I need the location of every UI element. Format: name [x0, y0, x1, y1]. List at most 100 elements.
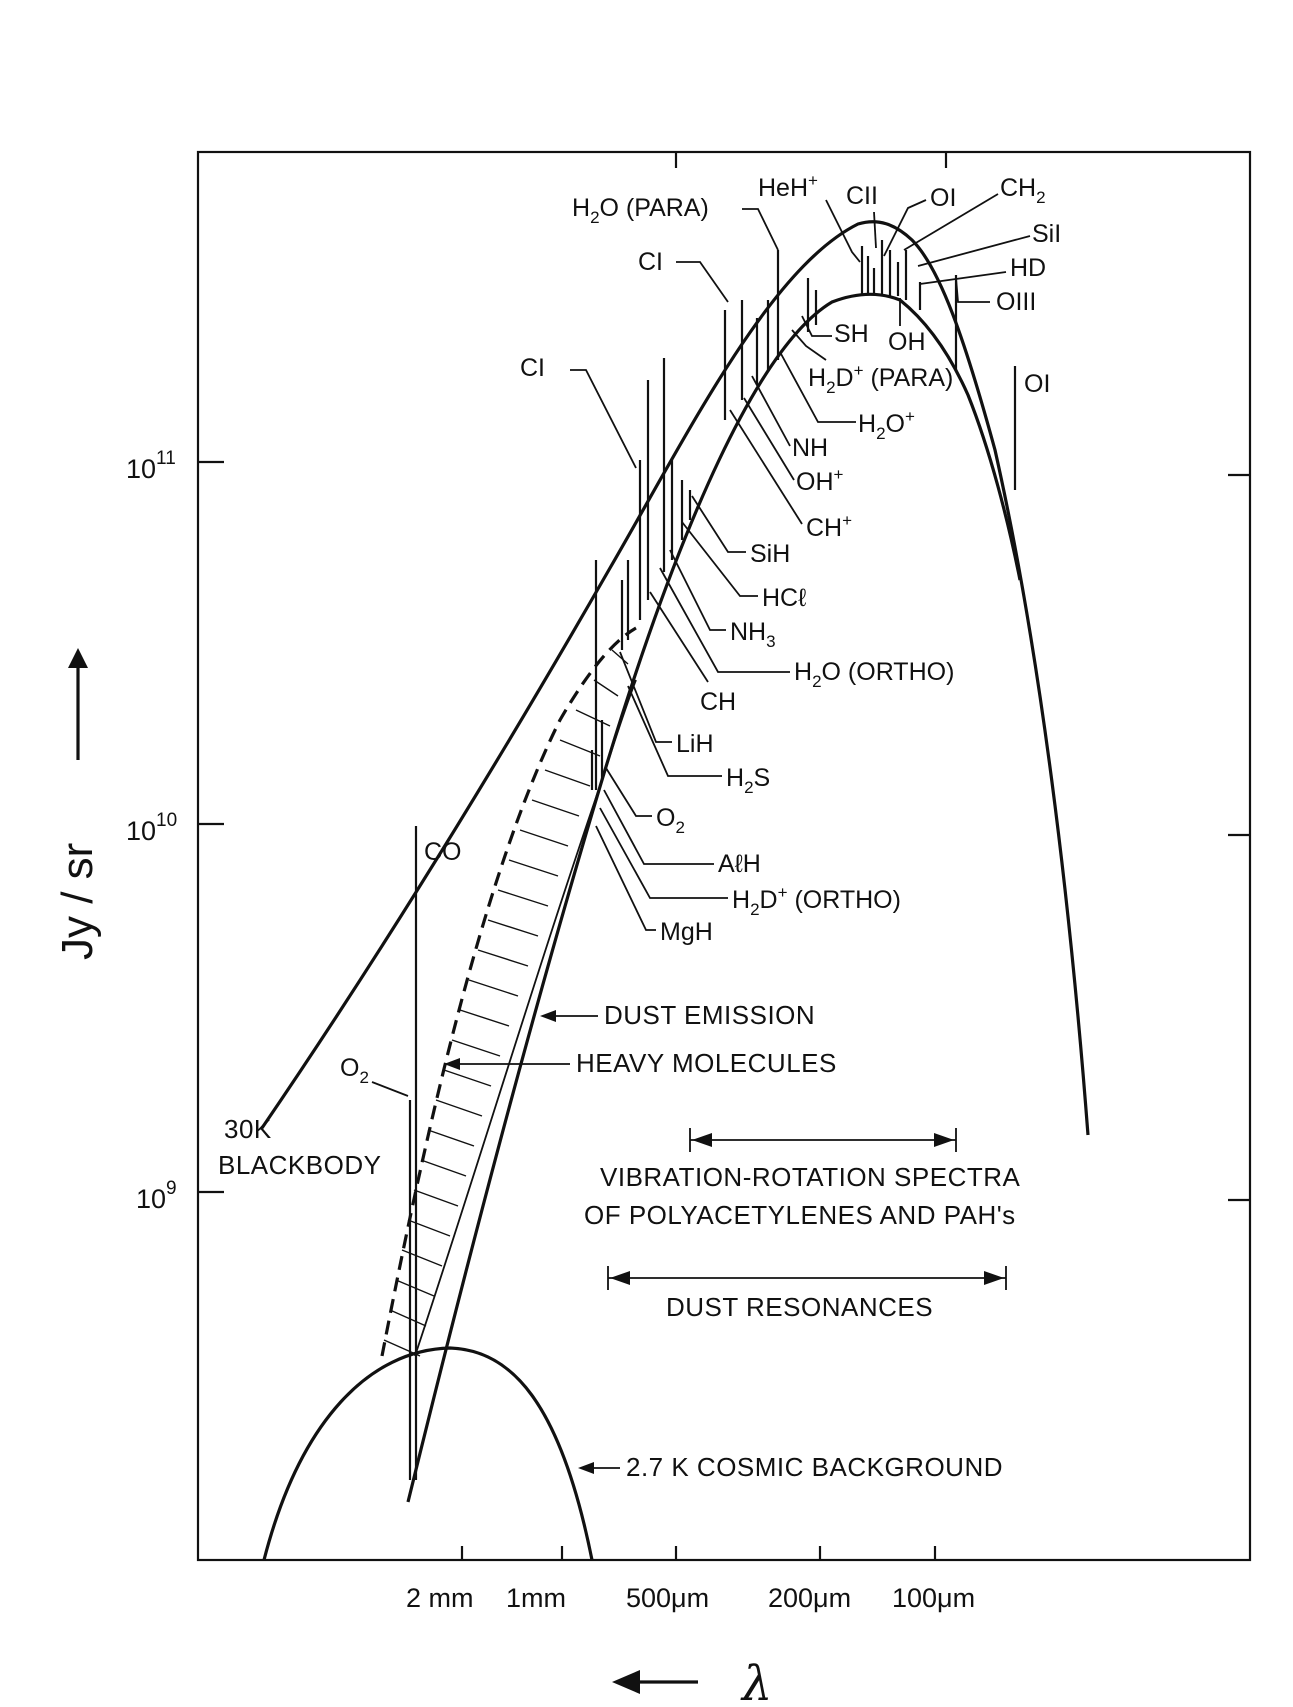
hatch-line: [531, 799, 580, 817]
hatch-line: [468, 979, 519, 997]
arrow-cosmic-background: [578, 1462, 594, 1474]
label-o2-low: O2: [340, 1054, 369, 1087]
lower-line-labels: CI SH OH H2D+ (PARA) H2O+ NH OH+ CH+ SiH…: [340, 298, 1050, 1097]
hatch-line: [435, 1099, 483, 1117]
leader-h2o-plus: [779, 351, 856, 423]
label-blackbody-line1: 30K: [224, 1114, 272, 1144]
range-arrow-vibration-left: [692, 1133, 712, 1147]
label-oiii: OIII: [996, 288, 1036, 316]
hatch-line: [487, 919, 539, 937]
leader-oi-top: [883, 199, 927, 257]
leader-ch-plus: [729, 409, 803, 525]
hatch-line: [401, 1249, 443, 1267]
arrow-heavy-molecules: [444, 1058, 460, 1070]
arrow-dust-emission: [540, 1010, 556, 1022]
leader-h2s: [627, 685, 722, 777]
leader-ci-lower: [570, 369, 637, 469]
leader-h2o-para: [742, 208, 779, 251]
label-dust-emission: DUST EMISSION: [604, 1000, 815, 1030]
co-line-group: [408, 826, 418, 1480]
label-sh: SH: [834, 320, 869, 348]
x-tick-labels: 2 mm 1mm 500μm 200μm 100μm: [406, 1583, 975, 1613]
hatch-line: [389, 1309, 427, 1327]
hatch-line: [497, 889, 549, 907]
hatch-line: [611, 649, 629, 665]
y-axis-arrow-head: [68, 648, 88, 668]
label-blackbody-line2: BLACKBODY: [218, 1150, 381, 1180]
leader-ci-upper: [676, 261, 729, 303]
label-h2s: H2S: [726, 764, 770, 797]
leader-mgh: [595, 825, 656, 931]
label-oi-top: OI: [930, 184, 956, 212]
label-lih: LiH: [676, 730, 714, 758]
leader-alh: [603, 789, 714, 865]
leader-h2d-ortho: [599, 807, 728, 899]
hatch-line: [443, 1069, 492, 1087]
label-nh3: NH3: [730, 618, 776, 651]
hatch-line: [508, 859, 559, 877]
hatch-line: [427, 1129, 475, 1147]
x-tick-label-100um: 100μm: [892, 1583, 975, 1613]
hatch-line: [459, 1009, 510, 1027]
range-annotations: VIBRATION-ROTATION SPECTRA OF POLYACETYL…: [584, 1128, 1021, 1322]
leader-sii: [917, 235, 1031, 267]
leader-o2-mid: [605, 767, 652, 817]
label-h2d-ortho: H2D+ (ORTHO): [732, 883, 901, 919]
leader-heh-plus: [825, 199, 861, 263]
hatch-line: [407, 1219, 451, 1237]
y-tick-label-10-9: 109: [136, 1178, 177, 1214]
label-oh-plus: OH+: [796, 465, 844, 496]
label-cosmic-background: 2.7 K COSMIC BACKGROUND: [626, 1452, 1003, 1482]
leader-sih: [691, 495, 746, 553]
blackbody-30k-curve: [260, 220, 1090, 1136]
range-arrow-dust-right: [984, 1271, 1004, 1285]
label-sii: SiI: [1032, 220, 1061, 248]
leader-h2d-para: [791, 329, 827, 361]
hatch-line: [544, 769, 591, 787]
label-heh-plus: HeH+: [758, 171, 818, 202]
plot-frame: [196, 150, 1252, 1562]
y-tick-label-10-10: 1010: [126, 810, 177, 846]
label-h2o-plus: H2O+: [858, 407, 915, 443]
leader-nh3: [669, 549, 726, 631]
leader-hd: [919, 271, 1007, 285]
x-tick-label-2mm: 2 mm: [406, 1583, 474, 1613]
label-oi-right: OI: [1024, 370, 1050, 398]
label-vibration-line1: VIBRATION-ROTATION SPECTRA: [600, 1162, 1021, 1192]
leader-ch: [649, 591, 709, 683]
spectral-lines: [590, 240, 1017, 790]
hatch-line: [413, 1189, 459, 1207]
label-heavy-molecules: HEAVY MOLECULES: [576, 1048, 837, 1078]
leader-ch2: [903, 193, 999, 251]
y-axis-title: Jy / sr: [53, 648, 102, 960]
label-hcl: HCℓ: [762, 584, 807, 612]
label-sih: SiH: [750, 540, 790, 568]
y-axis-label: Jy / sr: [53, 843, 102, 960]
leader-o2-low: [371, 1081, 409, 1097]
leader-h2o-ortho: [659, 567, 790, 673]
label-ch2: CH2: [1000, 174, 1046, 207]
label-ch: CH: [700, 688, 736, 716]
hatch-line: [519, 829, 569, 847]
label-vibration-line2: OF POLYACETYLENES AND PAH's: [584, 1200, 1016, 1230]
dust-band-upper-edge: [380, 626, 637, 1357]
x-tick-label-500um: 500μm: [626, 1583, 709, 1613]
range-arrow-vibration-right: [934, 1133, 954, 1147]
dust-band-hatching: [383, 649, 629, 1357]
hatch-line: [593, 679, 619, 697]
hatch-line: [575, 709, 611, 727]
label-co: CO: [424, 838, 462, 866]
dust-emission-band: [380, 626, 637, 1357]
x-ticks: [460, 152, 948, 1560]
label-dust-resonances: DUST RESONANCES: [666, 1292, 933, 1322]
leader-lih: [619, 651, 672, 743]
label-oh: OH: [888, 328, 926, 356]
line-emission-curve: [406, 292, 1022, 1503]
hatch-line: [559, 739, 601, 757]
leader-oh-plus: [743, 397, 795, 481]
y-tick-labels: 1011 1010 109: [126, 448, 177, 1214]
upper-line-labels: H2O (PARA) HeH+ CII OI CH2 SiI HD OIII C…: [572, 171, 1061, 316]
leader-hcl: [681, 521, 758, 597]
label-cii: CII: [846, 182, 878, 210]
x-tick-label-200um: 200μm: [768, 1583, 851, 1613]
